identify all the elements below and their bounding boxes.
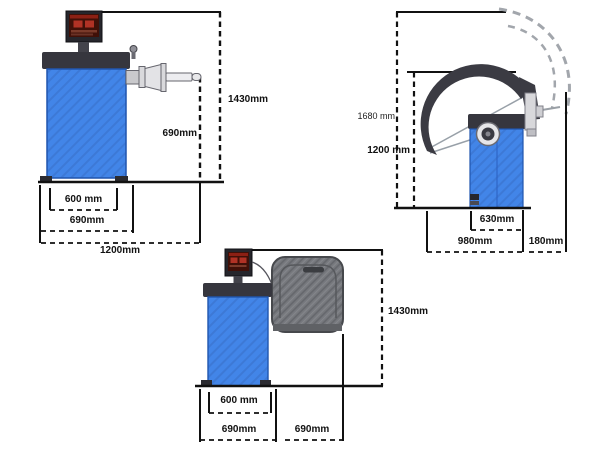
front-view xyxy=(195,248,384,442)
guard-handle xyxy=(303,267,324,273)
pedal-detail xyxy=(470,201,479,205)
hood-footprint-dims xyxy=(426,210,564,253)
dim-label-side-spindle-height: 690mm xyxy=(162,128,197,139)
dim-label-front-cabinet-width: 690mm xyxy=(221,424,257,435)
wheel-guard-closed xyxy=(420,64,530,155)
dim-label-side-total-height: 1430mm xyxy=(228,94,269,105)
spindle-shaft xyxy=(125,45,202,92)
wheel-guard-front xyxy=(271,256,344,333)
hood-side-view xyxy=(394,7,571,253)
dim-label-hood-overall-depth: 980mm xyxy=(457,236,493,247)
cabinet-body xyxy=(46,68,127,179)
dim-label-hood-rear-extension: 180mm xyxy=(528,236,564,247)
dim-label-side-base-width: 600 mm xyxy=(64,194,103,205)
pedal-detail xyxy=(470,194,479,200)
cabinet-body xyxy=(207,296,269,387)
cabinet-top xyxy=(203,283,272,297)
dim-label-front-base-width: 600 mm xyxy=(220,395,258,406)
dim-label-side-overall-depth: 1200mm xyxy=(99,245,141,256)
foot-left xyxy=(201,380,212,387)
cabinet-top xyxy=(42,52,130,69)
dim-label-front-guard-width: 690mm xyxy=(294,424,330,435)
side-footprint-dims xyxy=(39,183,201,244)
dim-label-hood-closed-height: 1200 mm xyxy=(367,145,410,156)
foot-right xyxy=(260,380,271,387)
spindle-hub xyxy=(475,121,501,147)
dim-label-hood-open-height: 1680 mm xyxy=(357,111,395,121)
dim-label-front-total-height: 1430mm xyxy=(388,306,429,317)
dim-label-hood-base-depth: 630mm xyxy=(479,214,515,225)
display-monitor xyxy=(224,248,253,284)
front-footprint-dims xyxy=(199,389,343,442)
foot-right xyxy=(115,176,128,183)
dim-label-side-cabinet-depth: 690mm xyxy=(69,215,105,226)
side-view xyxy=(38,10,224,244)
guard-pivot-bracket xyxy=(524,92,544,137)
foot-left xyxy=(40,176,52,183)
wheel-guard-open-outline xyxy=(498,7,571,115)
monitor-post xyxy=(233,276,243,284)
display-monitor xyxy=(65,10,103,52)
monitor-post xyxy=(78,42,89,52)
